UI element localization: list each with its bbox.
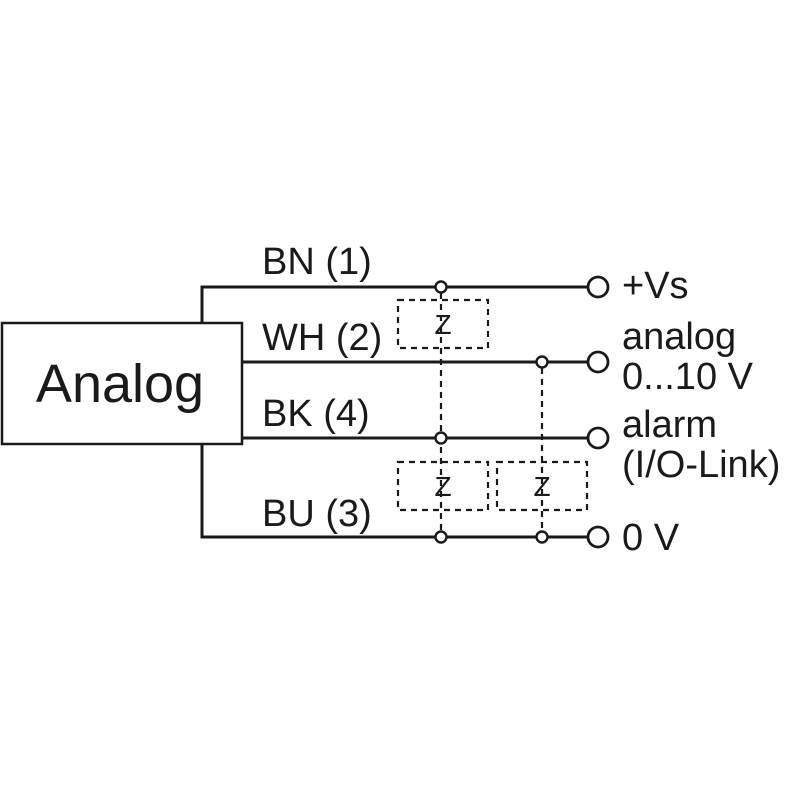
load-label-z3: Z [533, 471, 550, 502]
terminal-label-alarm: alarm [622, 404, 717, 446]
load-box-z2 [396, 460, 490, 512]
terminal-vs [586, 275, 610, 299]
wire-label-bu: BU (3) [262, 493, 372, 535]
junction-node [434, 280, 448, 294]
junction-node [434, 431, 448, 445]
terminal-label-io-link: (I/O-Link) [622, 444, 780, 486]
analog-device-box [0, 321, 244, 446]
terminal-0v [586, 525, 610, 549]
terminal-label-analog-range: 0...10 V [622, 356, 754, 398]
wire-bn [200, 285, 587, 323]
wire-label-wh: WH (2) [262, 317, 382, 359]
terminal-label-analog: analog [622, 316, 736, 358]
load-box-z3 [495, 460, 589, 512]
load-label-z1: Z [434, 309, 451, 340]
terminal-label-0v: 0 V [622, 517, 680, 559]
junction-node [535, 355, 549, 369]
terminal-analog [586, 350, 610, 374]
terminal-alarm [586, 426, 610, 450]
wire-label-bn: BN (1) [262, 241, 372, 283]
device-label: Analog [36, 354, 204, 414]
terminal-label-vs: +Vs [622, 265, 689, 307]
load-label-z2: Z [434, 471, 451, 502]
load-box-z1 [396, 298, 490, 350]
junction-node [434, 530, 448, 544]
wire-bu [200, 444, 587, 539]
wire-label-bk: BK (4) [262, 393, 370, 435]
junction-node [535, 530, 549, 544]
